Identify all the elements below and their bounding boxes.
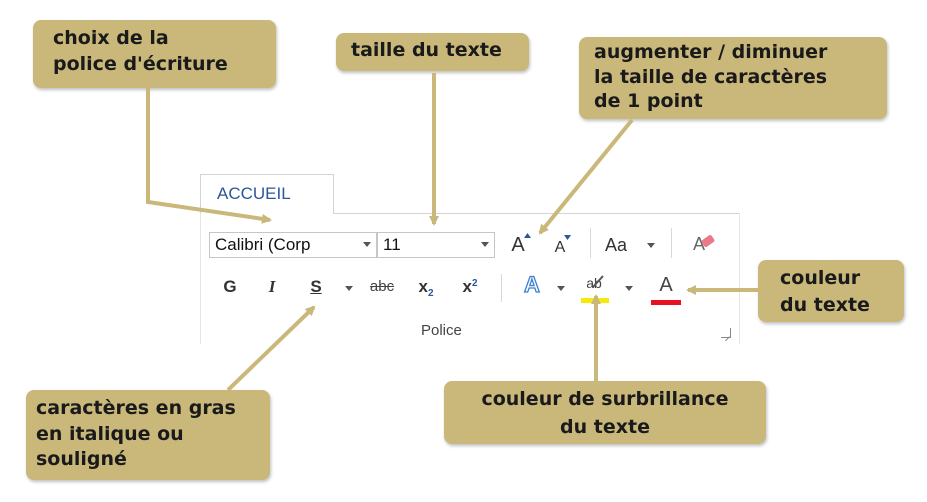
chevron-down-icon[interactable] bbox=[481, 242, 489, 247]
font-size-value: 11 bbox=[383, 235, 401, 254]
chevron-down-icon bbox=[647, 243, 655, 248]
caret-down-icon bbox=[564, 235, 571, 240]
divider bbox=[590, 228, 591, 258]
underline-icon: S bbox=[310, 277, 322, 296]
subscript-button[interactable]: x2 bbox=[413, 276, 439, 301]
underline-button[interactable]: S bbox=[305, 276, 327, 298]
ribbon: ACCUEIL Calibri (Corp 11 A A Aa A bbox=[200, 174, 740, 344]
superscript-mark: 2 bbox=[471, 278, 478, 289]
tab-join bbox=[201, 212, 333, 215]
chevron-down-icon[interactable] bbox=[363, 242, 371, 247]
callout-text-color: couleur du texte bbox=[758, 260, 904, 322]
subscript-icon: x bbox=[418, 277, 428, 296]
subscript-mark: 2 bbox=[427, 288, 434, 299]
superscript-icon: x bbox=[462, 277, 472, 296]
callout-font-choice: choix de la police d'écriture bbox=[33, 20, 276, 88]
text-effects-icon: A bbox=[523, 272, 540, 297]
font-color-bar bbox=[651, 300, 681, 305]
callout-line: taille du texte bbox=[351, 39, 502, 61]
chevron-down-icon[interactable] bbox=[625, 286, 633, 291]
change-case-button[interactable]: Aa bbox=[605, 234, 657, 256]
callout-line: du texte bbox=[780, 293, 870, 316]
text-effects-button[interactable]: A bbox=[519, 272, 545, 297]
italic-icon: I bbox=[268, 277, 276, 296]
font-name-value: Calibri (Corp bbox=[215, 235, 311, 254]
shrink-font-button[interactable]: A bbox=[551, 235, 571, 259]
callout-line: augmenter / diminuer bbox=[594, 41, 828, 63]
callout-line: du texte bbox=[560, 415, 650, 438]
shrink-font-icon: A bbox=[554, 239, 566, 256]
callout-line: couleur de surbrillance bbox=[481, 388, 729, 410]
callout-grow-shrink: augmenter / diminuer la taille de caract… bbox=[579, 37, 887, 119]
italic-button[interactable]: I bbox=[261, 276, 283, 298]
strikethrough-button[interactable]: abc bbox=[365, 276, 399, 298]
change-case-icon: Aa bbox=[605, 235, 628, 255]
chevron-down-icon[interactable] bbox=[345, 286, 353, 291]
callout-line: de 1 point bbox=[594, 90, 703, 113]
font-size-select[interactable]: 11 bbox=[377, 232, 495, 258]
font-group: Calibri (Corp 11 A A Aa A G bbox=[200, 213, 740, 344]
font-color-button[interactable]: A bbox=[651, 274, 681, 305]
callout-text-size: taille du texte bbox=[336, 33, 529, 71]
grow-font-button[interactable]: A bbox=[507, 233, 531, 256]
font-color-icon: A bbox=[659, 274, 673, 296]
callout-line: couleur bbox=[780, 267, 861, 289]
highlight-color-bar bbox=[581, 298, 609, 303]
callout-bold-italic-underline: caractères en gras en italique ou soulig… bbox=[26, 390, 270, 480]
bold-icon: G bbox=[223, 277, 237, 296]
callout-line: en italique ou bbox=[36, 422, 184, 445]
callout-line: caractères en gras bbox=[36, 397, 236, 419]
superscript-button[interactable]: x2 bbox=[457, 276, 483, 301]
strikethrough-icon: abc bbox=[369, 278, 395, 295]
highlighter-pen-icon bbox=[592, 275, 604, 288]
font-name-select[interactable]: Calibri (Corp bbox=[209, 232, 377, 258]
divider bbox=[671, 228, 672, 258]
callout-line: la taille de caractères bbox=[594, 65, 828, 88]
dialog-launcher-icon[interactable] bbox=[721, 328, 731, 338]
grow-font-icon: A bbox=[511, 234, 525, 256]
highlight-button[interactable]: ab bbox=[579, 272, 609, 303]
callout-line: souligné bbox=[36, 448, 127, 471]
tab-accueil[interactable]: ACCUEIL bbox=[200, 174, 334, 214]
highlight-icon: ab bbox=[586, 275, 602, 291]
divider bbox=[501, 274, 502, 302]
callout-highlight-color: couleur de surbrillance du texte bbox=[444, 381, 766, 444]
chevron-down-icon[interactable] bbox=[557, 286, 565, 291]
callout-line: choix de la bbox=[53, 27, 169, 49]
group-label: Police bbox=[421, 322, 462, 339]
svg-text:A: A bbox=[693, 234, 705, 254]
bold-button[interactable]: G bbox=[219, 276, 241, 298]
caret-up-icon bbox=[524, 233, 531, 238]
callout-line: police d'écriture bbox=[53, 52, 228, 75]
clear-formatting-icon[interactable]: A bbox=[691, 231, 717, 255]
